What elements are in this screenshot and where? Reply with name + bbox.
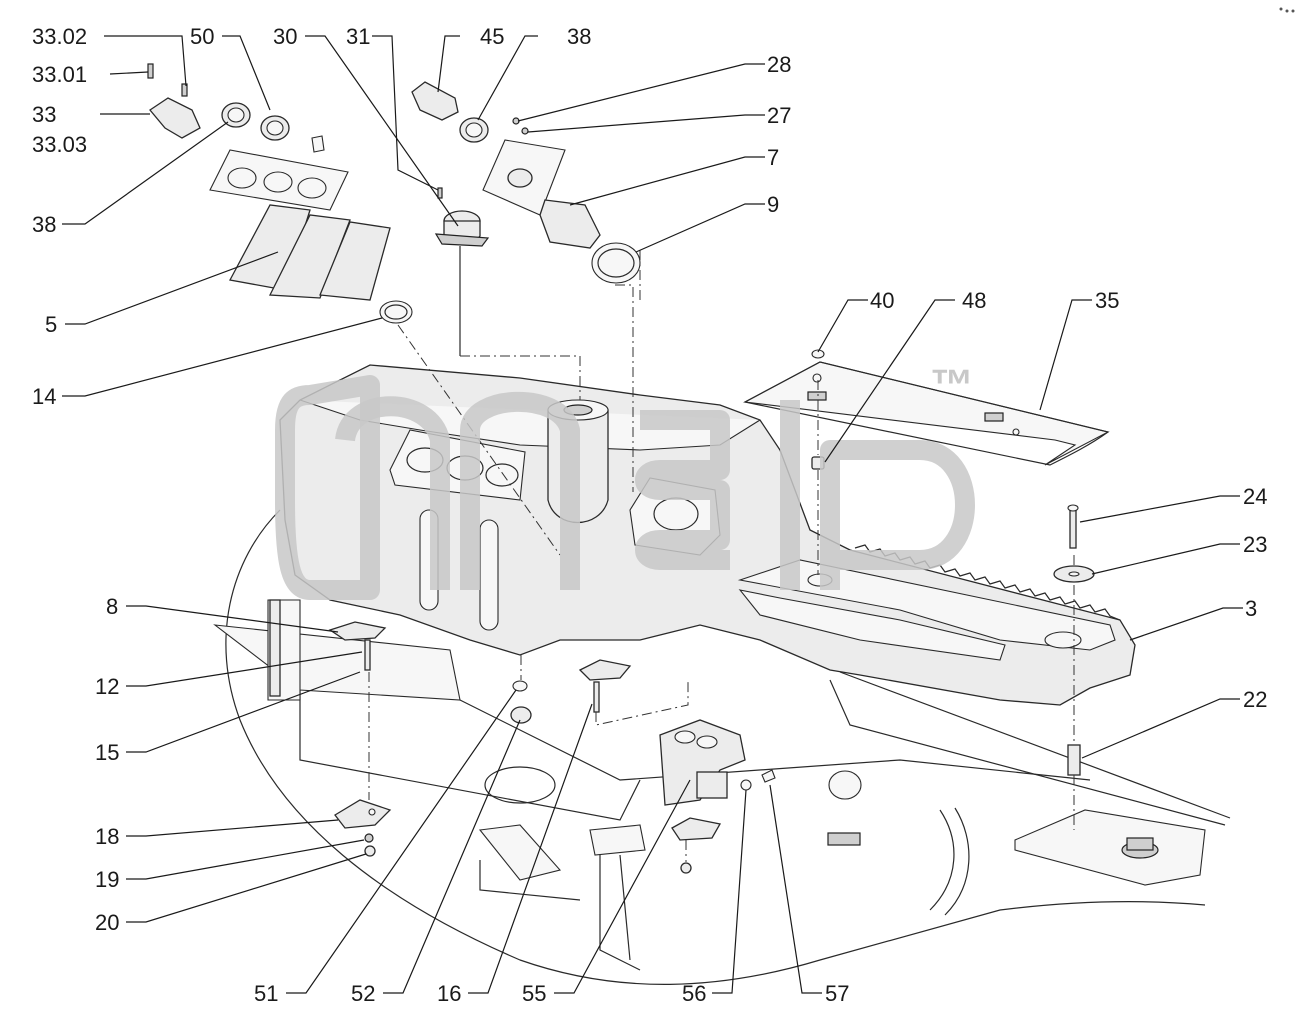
callout-48: 48 <box>962 288 986 313</box>
callout-50: 50 <box>190 24 214 49</box>
corner-mark <box>1279 7 1295 13</box>
callout-51: 51 <box>254 981 278 1006</box>
callout-3: 3 <box>1245 596 1257 621</box>
callout-27: 27 <box>767 103 791 128</box>
callout-55: 55 <box>522 981 546 1006</box>
callout-24: 24 <box>1243 484 1267 509</box>
callout-33-02: 33.02 <box>32 24 87 49</box>
callout-40: 40 <box>870 288 894 313</box>
callout-31: 31 <box>346 24 370 49</box>
callout-9: 9 <box>767 192 779 217</box>
watermark-trademark: ™ <box>930 361 974 410</box>
callout-28: 28 <box>767 52 791 77</box>
callout-7: 7 <box>767 145 779 170</box>
callout-45: 45 <box>480 24 504 49</box>
callout-23: 23 <box>1243 532 1267 557</box>
callout-33-01: 33.01 <box>32 62 87 87</box>
callout-35: 35 <box>1095 288 1119 313</box>
callout-18: 18 <box>95 824 119 849</box>
callout-56: 56 <box>682 981 706 1006</box>
callout-38-left: 38 <box>32 212 56 237</box>
callout-15: 15 <box>95 740 119 765</box>
callout-14: 14 <box>32 384 56 409</box>
callout-38-top: 38 <box>567 24 591 49</box>
fuel-cap-assembly <box>434 187 490 356</box>
callout-30: 30 <box>273 24 297 49</box>
callout-33: 33 <box>32 102 56 127</box>
mounting-bracket <box>659 719 776 806</box>
filler-neck-assembly <box>411 81 641 284</box>
callout-5: 5 <box>45 312 57 337</box>
callout-12: 12 <box>95 674 119 699</box>
callout-16: 16 <box>437 981 461 1006</box>
callout-19: 19 <box>95 867 119 892</box>
callout-22: 22 <box>1243 687 1267 712</box>
callout-20: 20 <box>95 910 119 935</box>
watermark-logo: ™ <box>275 361 975 600</box>
callout-57: 57 <box>825 981 849 1006</box>
leader-lines <box>62 35 1243 994</box>
callout-8: 8 <box>106 594 118 619</box>
filler-tubes <box>147 63 413 324</box>
cover-plate <box>743 361 1110 466</box>
callout-labels: 33.02 33.01 33 33.03 50 30 31 45 38 28 2… <box>32 24 1267 1006</box>
callout-52: 52 <box>351 981 375 1006</box>
callout-33-03: 33.03 <box>32 132 87 157</box>
